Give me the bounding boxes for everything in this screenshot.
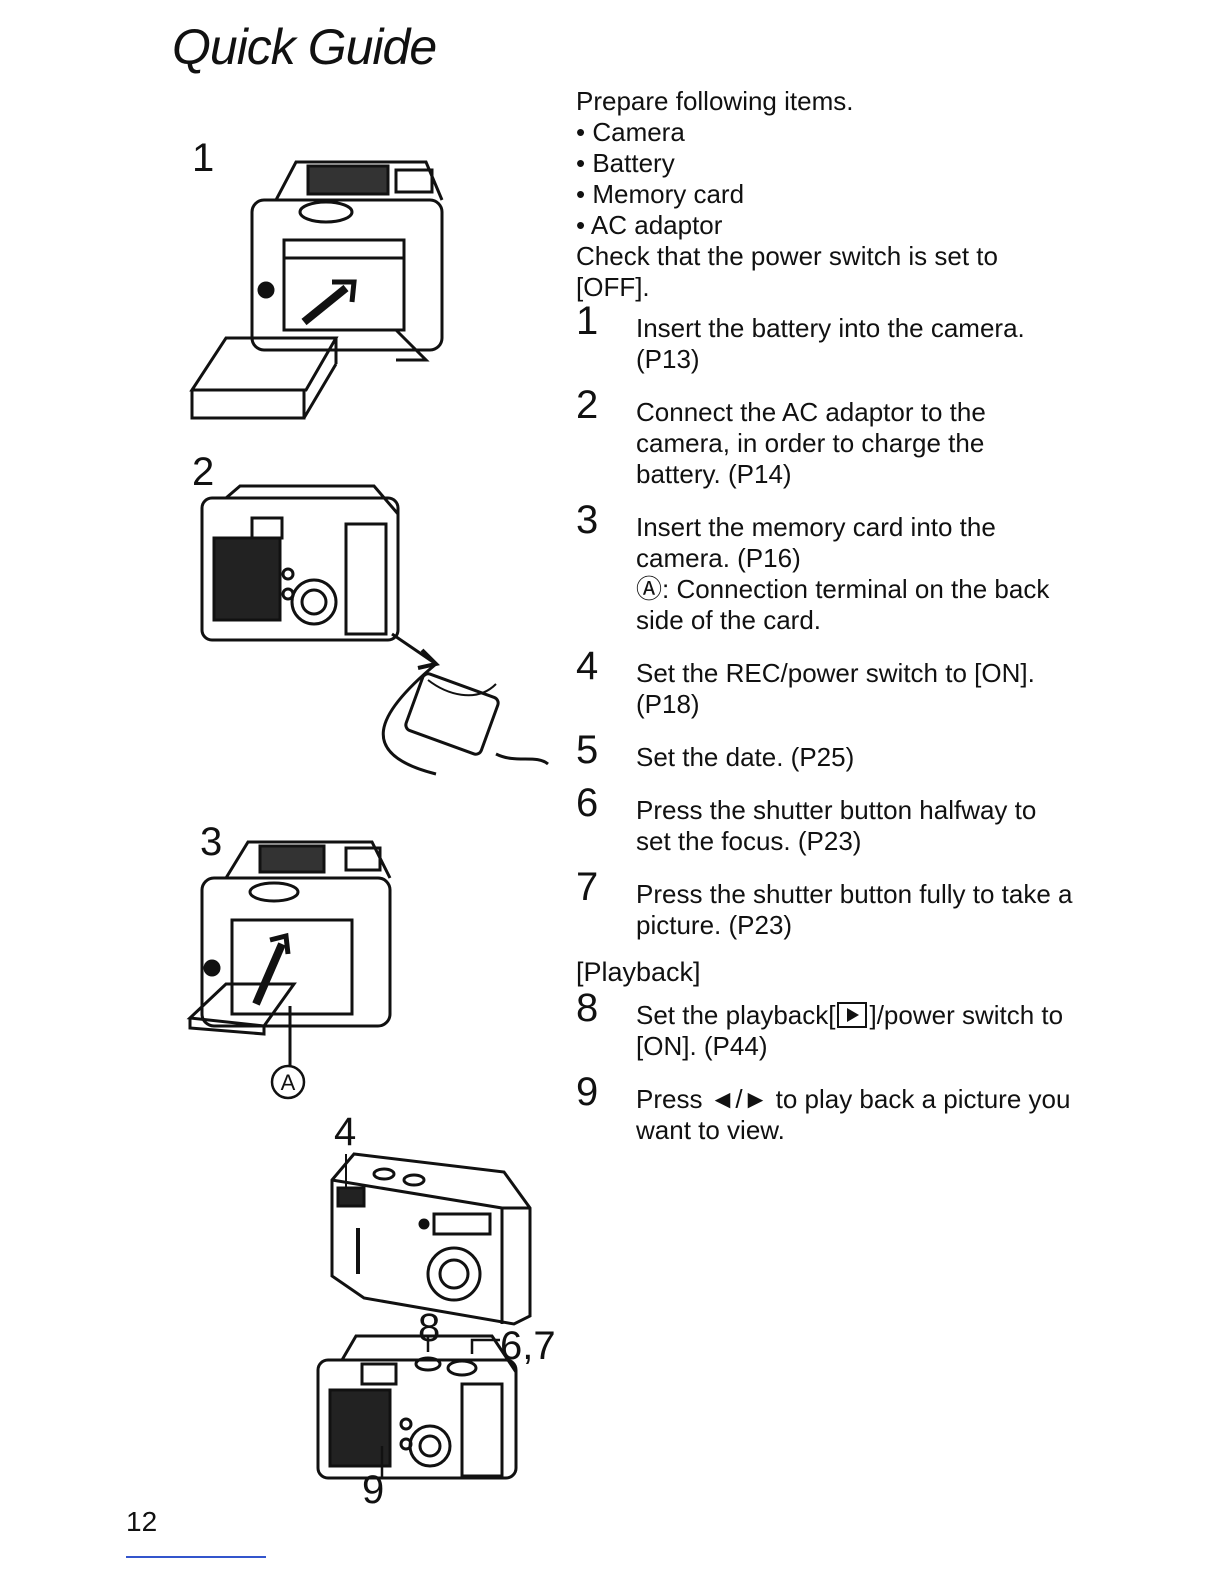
step-2: 2 Connect the AC adaptor to the camera, … (576, 385, 1076, 490)
figure-5-playback (312, 1328, 528, 1488)
step-1: 1 Insert the battery into the camera. (P… (576, 301, 1076, 375)
page-number: 12 (126, 1506, 158, 1537)
figure-2-label: 2 (192, 450, 215, 494)
footer-rule (126, 1556, 266, 1558)
prepare-heading: Prepare following items. (576, 86, 854, 116)
step-number: 5 (576, 728, 599, 772)
prepare-items: • Camera • Battery • Memory card • AC ad… (576, 117, 1076, 241)
figure-5-label-bottom: 9 (362, 1468, 385, 1512)
figure-2-ac-adaptor (196, 484, 556, 794)
step-text: Set the playback[]/power switch to [ON].… (636, 1000, 1076, 1062)
step-text: Insert the battery into the camera. (P13… (636, 313, 1025, 374)
step-number: 1 (576, 299, 599, 343)
playback-icon (837, 1002, 868, 1028)
step-7: 7 Press the shutter button fully to take… (576, 867, 1076, 941)
list-item: • Battery (576, 148, 675, 178)
step-note: Ⓐ: Connection terminal on the back side … (636, 574, 1050, 635)
page-title: Quick Guide (172, 19, 437, 75)
figure-3-card-insert (186, 834, 406, 1074)
playback-step-list: 8 Set the playback[]/power switch to [ON… (576, 988, 1076, 1146)
figure-1-battery-insert (186, 150, 456, 430)
step-text: Set the REC/power switch to [ON]. (P18) (636, 658, 1035, 719)
step-number: 9 (576, 1070, 599, 1114)
step-text-before: Set the playback[ (636, 1000, 836, 1030)
step-3: 3 Insert the memory card into the camera… (576, 500, 1076, 636)
step-9: 9 Press ◄/► to play back a picture you w… (576, 1072, 1076, 1146)
step-text: Press ◄/► to play back a picture you wan… (636, 1084, 1071, 1145)
figure-4-rec-switch (324, 1148, 534, 1328)
list-item: • AC adaptor (576, 210, 723, 240)
step-text-after: ]/power switch to [ON]. (P44) (636, 1000, 1064, 1061)
step-5: 5 Set the date. (P25) (576, 730, 1076, 773)
figure-3-label: 3 (200, 820, 223, 864)
step-text: Press the shutter button fully to take a… (636, 879, 1073, 940)
list-item: • Camera (576, 117, 685, 147)
step-number: 6 (576, 781, 599, 825)
step-number: 3 (576, 498, 599, 542)
figure-5-label-top: 8 (418, 1306, 441, 1350)
playback-heading: [Playback] (576, 957, 701, 987)
figure-3-callout-a: A (270, 1064, 306, 1100)
step-list: 1 Insert the battery into the camera. (P… (576, 301, 1076, 941)
step-number: 8 (576, 986, 599, 1030)
prepare-section: Prepare following items. • Camera • Batt… (576, 86, 1076, 303)
figure-4-label: 4 (334, 1110, 357, 1154)
step-number: 2 (576, 383, 599, 427)
instructions-column: Prepare following items. • Camera • Batt… (576, 86, 1076, 1168)
figure-3-callout-text: A (281, 1070, 296, 1095)
step-number: 7 (576, 865, 599, 909)
step-text: Set the date. (P25) (636, 742, 855, 772)
step-text: Connect the AC adaptor to the camera, in… (636, 397, 986, 489)
power-check-note: Check that the power switch is set to [O… (576, 241, 998, 302)
figure-1-label: 1 (192, 136, 215, 180)
step-text: Insert the memory card into the camera. … (636, 512, 996, 573)
list-item: • Memory card (576, 179, 745, 209)
step-8: 8 Set the playback[]/power switch to [ON… (576, 988, 1076, 1062)
step-4: 4 Set the REC/power switch to [ON]. (P18… (576, 646, 1076, 720)
step-6: 6 Press the shutter button halfway to se… (576, 783, 1076, 857)
step-text: Press the shutter button halfway to set … (636, 795, 1037, 856)
step-number: 4 (576, 644, 599, 688)
